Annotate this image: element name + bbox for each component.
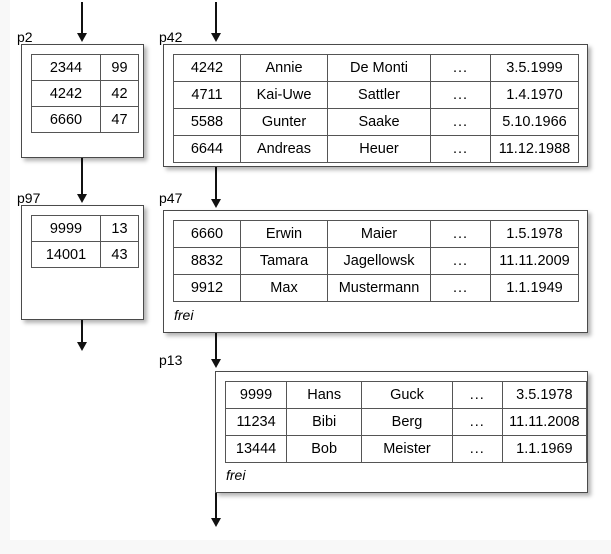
- index-pointer-cell: 13: [100, 215, 139, 242]
- record-id-cell: 9912: [173, 274, 241, 302]
- record-id-cell: 9999: [224, 381, 288, 409]
- node-p47[interactable]: 6660 Erwin Maier ... 1.5.1978 8832 Tamar…: [163, 210, 588, 333]
- record-firstname-cell: Erwin: [240, 220, 328, 248]
- index-pointer-cell: 99: [100, 54, 139, 81]
- record-ellipsis-cell: ...: [430, 54, 491, 82]
- record-id-cell: 13444: [224, 435, 288, 463]
- node-label-p42: p42: [159, 29, 183, 45]
- record-ellipsis-cell: ...: [430, 220, 491, 248]
- table-row[interactable]: 5588 Gunter Saake ... 5.10.1966: [173, 108, 579, 136]
- diagram-canvas: p2 2344 99 4242 42 6660 47 p42: [10, 0, 611, 540]
- record-date-cell: 1.4.1970: [490, 81, 579, 109]
- table-row[interactable]: 4242 42: [31, 80, 139, 107]
- data-table-p47: 6660 Erwin Maier ... 1.5.1978 8832 Tamar…: [173, 220, 579, 302]
- record-id-cell: 5588: [173, 108, 241, 136]
- table-row[interactable]: 4711 Kai-Uwe Sattler ... 1.4.1970: [173, 81, 579, 109]
- node-label-p47: p47: [159, 190, 183, 206]
- index-pointer-cell: 47: [100, 106, 139, 133]
- index-table-p97: 9999 13 14001 43: [31, 215, 139, 268]
- record-ellipsis-cell: ...: [451, 435, 503, 463]
- record-date-cell: 3.5.1999: [490, 54, 579, 82]
- node-p2[interactable]: 2344 99 4242 42 6660 47: [21, 44, 144, 158]
- record-lastname-cell: Sattler: [327, 81, 431, 109]
- record-lastname-cell: Jagellowsk: [327, 247, 431, 275]
- record-lastname-cell: Mustermann: [327, 274, 431, 302]
- index-key-cell: 2344: [31, 54, 101, 81]
- record-lastname-cell: Heuer: [327, 135, 431, 163]
- record-id-cell: 8832: [173, 247, 241, 275]
- record-lastname-cell: Berg: [361, 408, 453, 436]
- table-row[interactable]: 6644 Andreas Heuer ... 11.12.1988: [173, 135, 579, 163]
- record-id-cell: 6660: [173, 220, 241, 248]
- record-firstname-cell: Bob: [286, 435, 363, 463]
- table-row[interactable]: 4242 Annie De Monti ... 3.5.1999: [173, 54, 579, 82]
- node-p97[interactable]: 9999 13 14001 43: [21, 205, 144, 320]
- table-row[interactable]: 9999 Hans Guck ... 3.5.1978: [224, 381, 588, 409]
- table-row[interactable]: 11234 Bibi Berg ... 11.11.2008: [224, 408, 588, 436]
- free-space-label-p13: frei: [226, 467, 246, 483]
- record-date-cell: 5.10.1966: [490, 108, 579, 136]
- record-ellipsis-cell: ...: [430, 108, 491, 136]
- record-ellipsis-cell: ...: [430, 135, 491, 163]
- node-label-p97: p97: [17, 190, 41, 206]
- node-label-p2: p2: [17, 29, 33, 45]
- record-id-cell: 6644: [173, 135, 241, 163]
- record-date-cell: 1.1.1949: [490, 274, 579, 302]
- record-ellipsis-cell: ...: [451, 381, 503, 409]
- record-lastname-cell: Guck: [361, 381, 453, 409]
- table-row[interactable]: 2344 99: [31, 54, 139, 81]
- table-row[interactable]: 9999 13: [31, 215, 139, 242]
- record-ellipsis-cell: ...: [430, 274, 491, 302]
- table-row[interactable]: 8832 Tamara Jagellowsk ... 11.11.2009: [173, 247, 579, 275]
- record-id-cell: 4242: [173, 54, 241, 82]
- record-ellipsis-cell: ...: [430, 81, 491, 109]
- table-row[interactable]: 6660 47: [31, 106, 139, 133]
- record-date-cell: 11.12.1988: [490, 135, 579, 163]
- record-lastname-cell: Saake: [327, 108, 431, 136]
- record-ellipsis-cell: ...: [430, 247, 491, 275]
- data-table-p13: 9999 Hans Guck ... 3.5.1978 11234 Bibi B…: [224, 381, 588, 463]
- record-date-cell: 11.11.2009: [490, 247, 579, 275]
- index-key-cell: 9999: [31, 215, 101, 242]
- record-firstname-cell: Hans: [286, 381, 363, 409]
- node-p42[interactable]: 4242 Annie De Monti ... 3.5.1999 4711 Ka…: [163, 44, 588, 167]
- table-row[interactable]: 9912 Max Mustermann ... 1.1.1949: [173, 274, 579, 302]
- record-firstname-cell: Andreas: [240, 135, 328, 163]
- data-table-p42: 4242 Annie De Monti ... 3.5.1999 4711 Ka…: [173, 54, 579, 163]
- record-date-cell: 1.5.1978: [490, 220, 579, 248]
- table-row[interactable]: 6660 Erwin Maier ... 1.5.1978: [173, 220, 579, 248]
- index-pointer-cell: 43: [100, 241, 139, 268]
- record-lastname-cell: De Monti: [327, 54, 431, 82]
- record-date-cell: 1.1.1969: [501, 435, 588, 463]
- node-p13[interactable]: 9999 Hans Guck ... 3.5.1978 11234 Bibi B…: [215, 371, 588, 493]
- index-key-cell: 4242: [31, 80, 101, 107]
- record-firstname-cell: Gunter: [240, 108, 328, 136]
- record-lastname-cell: Meister: [361, 435, 453, 463]
- record-firstname-cell: Kai-Uwe: [240, 81, 328, 109]
- record-lastname-cell: Maier: [327, 220, 431, 248]
- index-pointer-cell: 42: [100, 80, 139, 107]
- record-id-cell: 4711: [173, 81, 241, 109]
- index-key-cell: 6660: [31, 106, 101, 133]
- record-firstname-cell: Max: [240, 274, 328, 302]
- record-firstname-cell: Annie: [240, 54, 328, 82]
- node-label-p13: p13: [159, 352, 183, 368]
- record-ellipsis-cell: ...: [451, 408, 503, 436]
- record-firstname-cell: Bibi: [286, 408, 363, 436]
- index-table-p2: 2344 99 4242 42 6660 47: [31, 54, 139, 133]
- free-space-label-p47: frei: [174, 307, 194, 323]
- index-key-cell: 14001: [31, 241, 101, 268]
- record-date-cell: 3.5.1978: [501, 381, 588, 409]
- record-date-cell: 11.11.2008: [501, 408, 588, 436]
- record-id-cell: 11234: [224, 408, 288, 436]
- record-firstname-cell: Tamara: [240, 247, 328, 275]
- table-row[interactable]: 13444 Bob Meister ... 1.1.1969: [224, 435, 588, 463]
- table-row[interactable]: 14001 43: [31, 241, 139, 268]
